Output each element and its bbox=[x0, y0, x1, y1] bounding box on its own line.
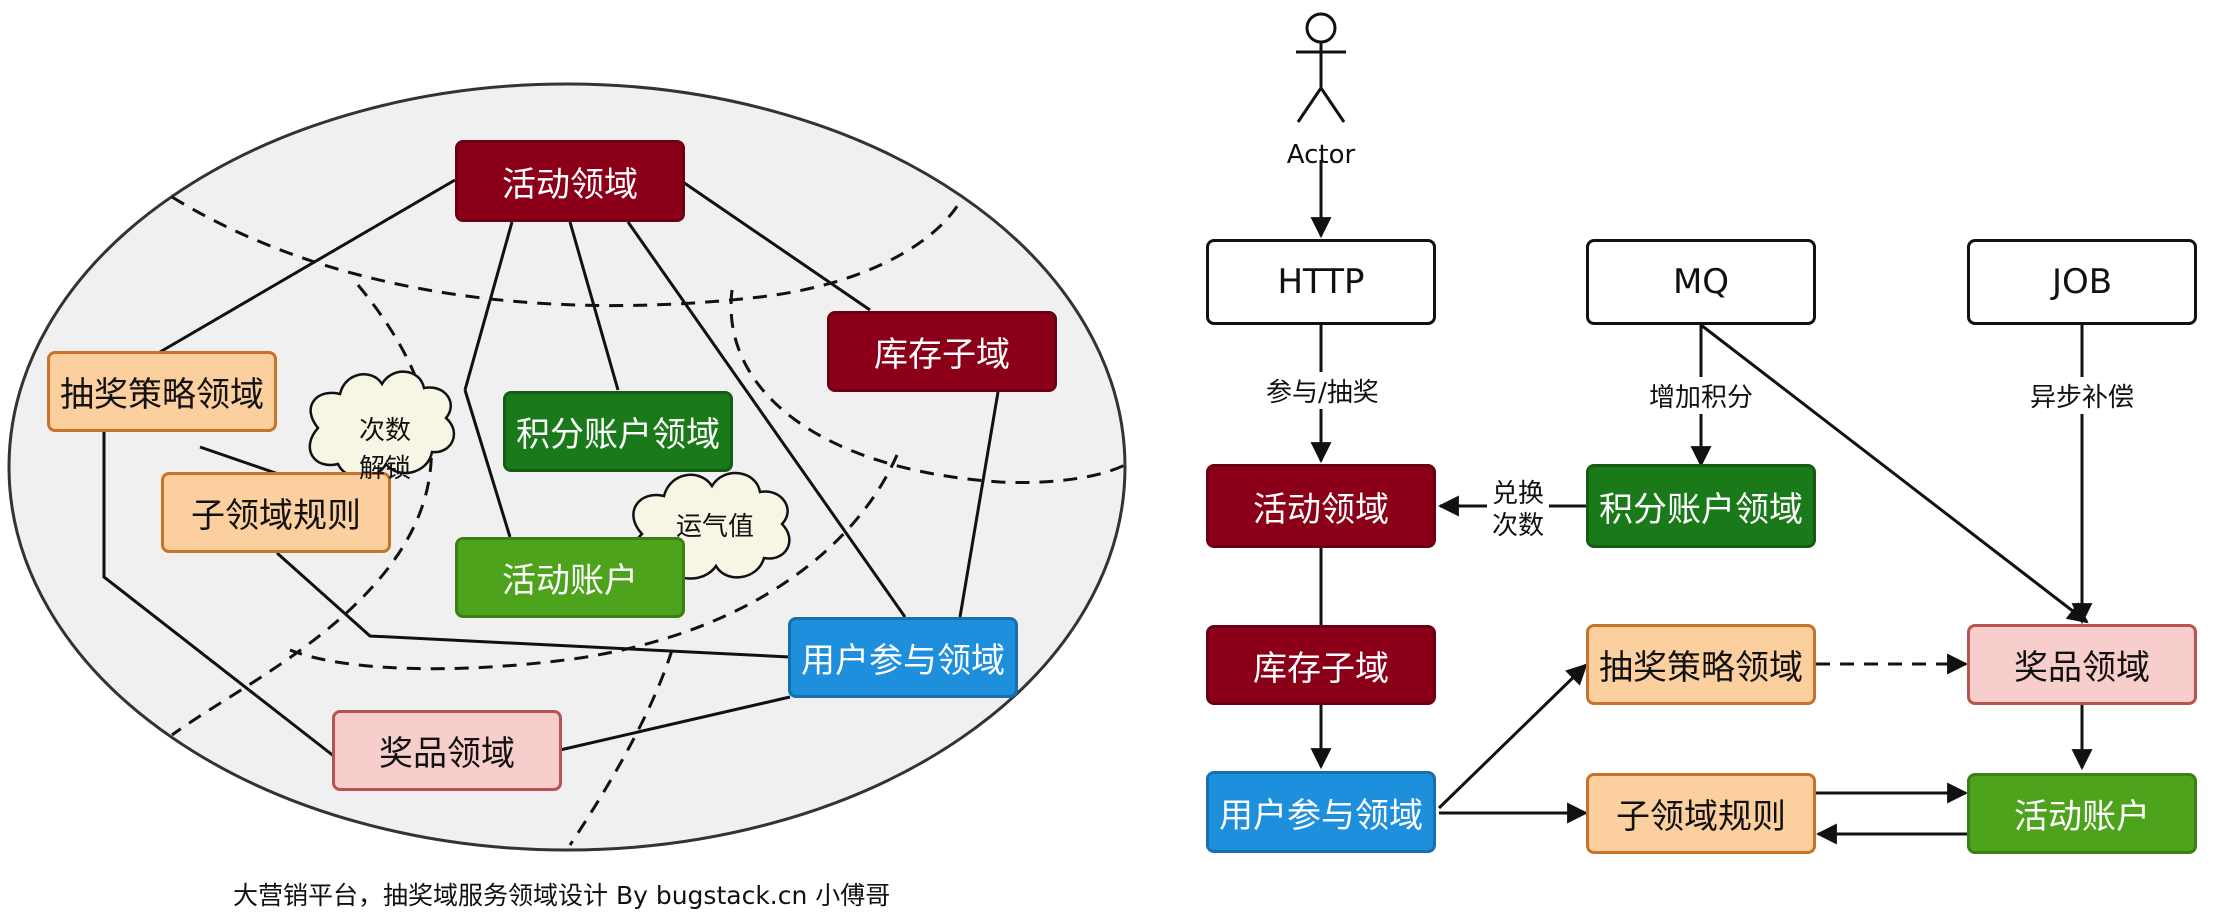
right-node-subrule: 子领域规则 bbox=[1586, 773, 1816, 854]
entry-job: JOB bbox=[1967, 239, 2197, 325]
unlock-cloud-text: 次数 解锁 bbox=[340, 412, 430, 488]
edge-label-participate: 参与/抽奖 bbox=[1266, 372, 1379, 409]
left-caption: 大营销平台，抽奖域服务领域设计 By bugstack.cn 小傅哥 bbox=[233, 881, 891, 910]
luck-cloud-text: 运气值 bbox=[675, 512, 754, 542]
right-node-points: 积分账户领域 bbox=[1586, 464, 1816, 548]
left-node-prize: 奖品领域 bbox=[332, 710, 562, 791]
left-node-user-participate: 用户参与领域 bbox=[788, 617, 1018, 698]
left-node-points: 积分账户领域 bbox=[503, 391, 733, 472]
edge-label-exchange-line1: 兑换 bbox=[1491, 479, 1544, 509]
left-node-activity: 活动领域 bbox=[455, 140, 685, 222]
right-node-activity-account: 活动账户 bbox=[1967, 773, 2197, 854]
left-node-stock: 库存子域 bbox=[827, 311, 1057, 392]
edge-label-compensate: 异步补偿 bbox=[2029, 377, 2135, 414]
right-node-prize: 奖品领域 bbox=[1967, 624, 2197, 705]
unlock-cloud-line1: 次数 bbox=[358, 416, 411, 446]
edge-label-exchange: 兑换 次数 bbox=[1487, 478, 1549, 542]
actor-label: Actor bbox=[1286, 140, 1356, 170]
right-node-user-participate: 用户参与领域 bbox=[1206, 771, 1436, 853]
actor-icon bbox=[1296, 12, 1346, 123]
left-node-activity-account: 活动账户 bbox=[455, 537, 685, 618]
left-node-subrule: 子领域规则 bbox=[161, 472, 391, 553]
entry-mq: MQ bbox=[1586, 239, 1816, 325]
edge-label-add-points: 增加积分 bbox=[1648, 377, 1754, 414]
unlock-cloud-line2: 解锁 bbox=[358, 454, 411, 484]
entry-http: HTTP bbox=[1206, 239, 1436, 325]
right-node-strategy: 抽奖策略领域 bbox=[1586, 624, 1816, 705]
right-node-activity: 活动领域 bbox=[1206, 464, 1436, 548]
edge-label-exchange-line2: 次数 bbox=[1491, 511, 1544, 541]
left-node-strategy: 抽奖策略领域 bbox=[47, 351, 277, 432]
right-node-stock: 库存子域 bbox=[1206, 625, 1436, 705]
